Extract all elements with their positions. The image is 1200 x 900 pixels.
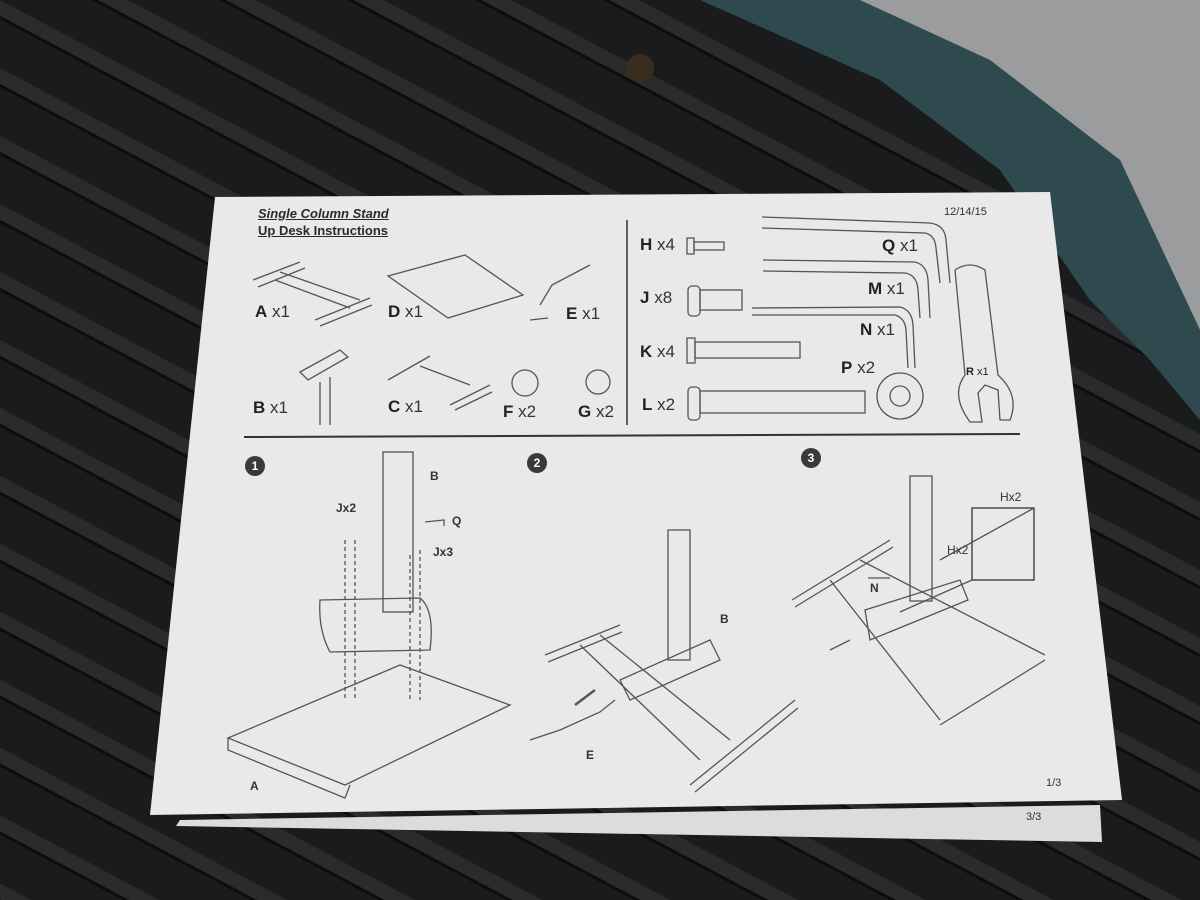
step-3-badge: 3 [801, 448, 821, 468]
step-1-badge: 1 [245, 456, 265, 476]
instruction-sheet [150, 192, 1122, 815]
hex-key-m-drawing [762, 259, 931, 319]
step-1-callout-jx3: Jx3 [433, 545, 454, 559]
hardware-q-label: Q x1 [882, 236, 918, 255]
part-d-label: D x1 [388, 302, 423, 321]
hardware-p-label: P x2 [841, 358, 876, 377]
part-c-drawing [387, 355, 493, 411]
date: 12/14/15 [944, 206, 987, 218]
part-b-label: B x1 [253, 398, 288, 417]
back-page-number: 3/3 [1026, 811, 1042, 823]
part-a-drawing [252, 261, 373, 327]
step-1-callout-q: Q [452, 514, 462, 528]
part-a-label: A x1 [255, 302, 290, 321]
carpet [860, 0, 1200, 330]
step-2-callout-e: E [586, 748, 595, 762]
part-f-label: F x2 [503, 402, 537, 421]
step-1-callout-b: B [430, 469, 439, 483]
step-1-callout-jx2: Jx2 [336, 501, 357, 515]
screw-hole [626, 54, 654, 82]
hardware-j-label: J x8 [640, 288, 673, 307]
step-2-drawing [529, 529, 799, 793]
title-line-2: Up Desk Instructions [258, 223, 389, 238]
hardware-n-label: N x1 [860, 320, 895, 339]
hardware-k-label: K x4 [640, 342, 675, 361]
document-title: Single Column Stand Up Desk Instructions [258, 205, 389, 239]
hardware-h-label: H x4 [640, 235, 675, 254]
step-3-callout-n: N [870, 581, 879, 595]
step-1-drawing [226, 451, 512, 799]
hardware-l-label: L x2 [642, 395, 676, 414]
hardware-r-label: R x1 [966, 366, 989, 378]
back-sheet [176, 805, 1102, 842]
step-3-callout-hx2-side: Hx2 [947, 543, 969, 557]
step-1-callout-a: A [250, 779, 259, 793]
page-number: 1/3 [1046, 777, 1062, 789]
step-2-badge: 2 [527, 453, 547, 473]
part-e-label: E x1 [566, 304, 601, 323]
part-b-drawing [298, 349, 350, 425]
part-g-label: G x2 [578, 402, 614, 421]
part-d-drawing [386, 254, 525, 319]
step-3-drawing [791, 475, 1046, 726]
part-g-drawing [585, 369, 611, 395]
part-e-drawing [529, 264, 591, 321]
step-3-callout-hx2-top: Hx2 [1000, 490, 1022, 504]
part-c-label: C x1 [388, 397, 423, 416]
hardware-m-label: M x1 [868, 279, 905, 298]
part-f-drawing [511, 369, 539, 397]
washer-p-drawing [876, 372, 924, 420]
wrench-r-drawing [954, 264, 1014, 423]
horizontal-divider [243, 433, 1021, 438]
step-2-callout-b: B [720, 612, 729, 626]
hex-key-q-drawing [761, 216, 951, 284]
hex-key-n-drawing [751, 306, 916, 369]
title-line-1: Single Column Stand [258, 206, 389, 221]
